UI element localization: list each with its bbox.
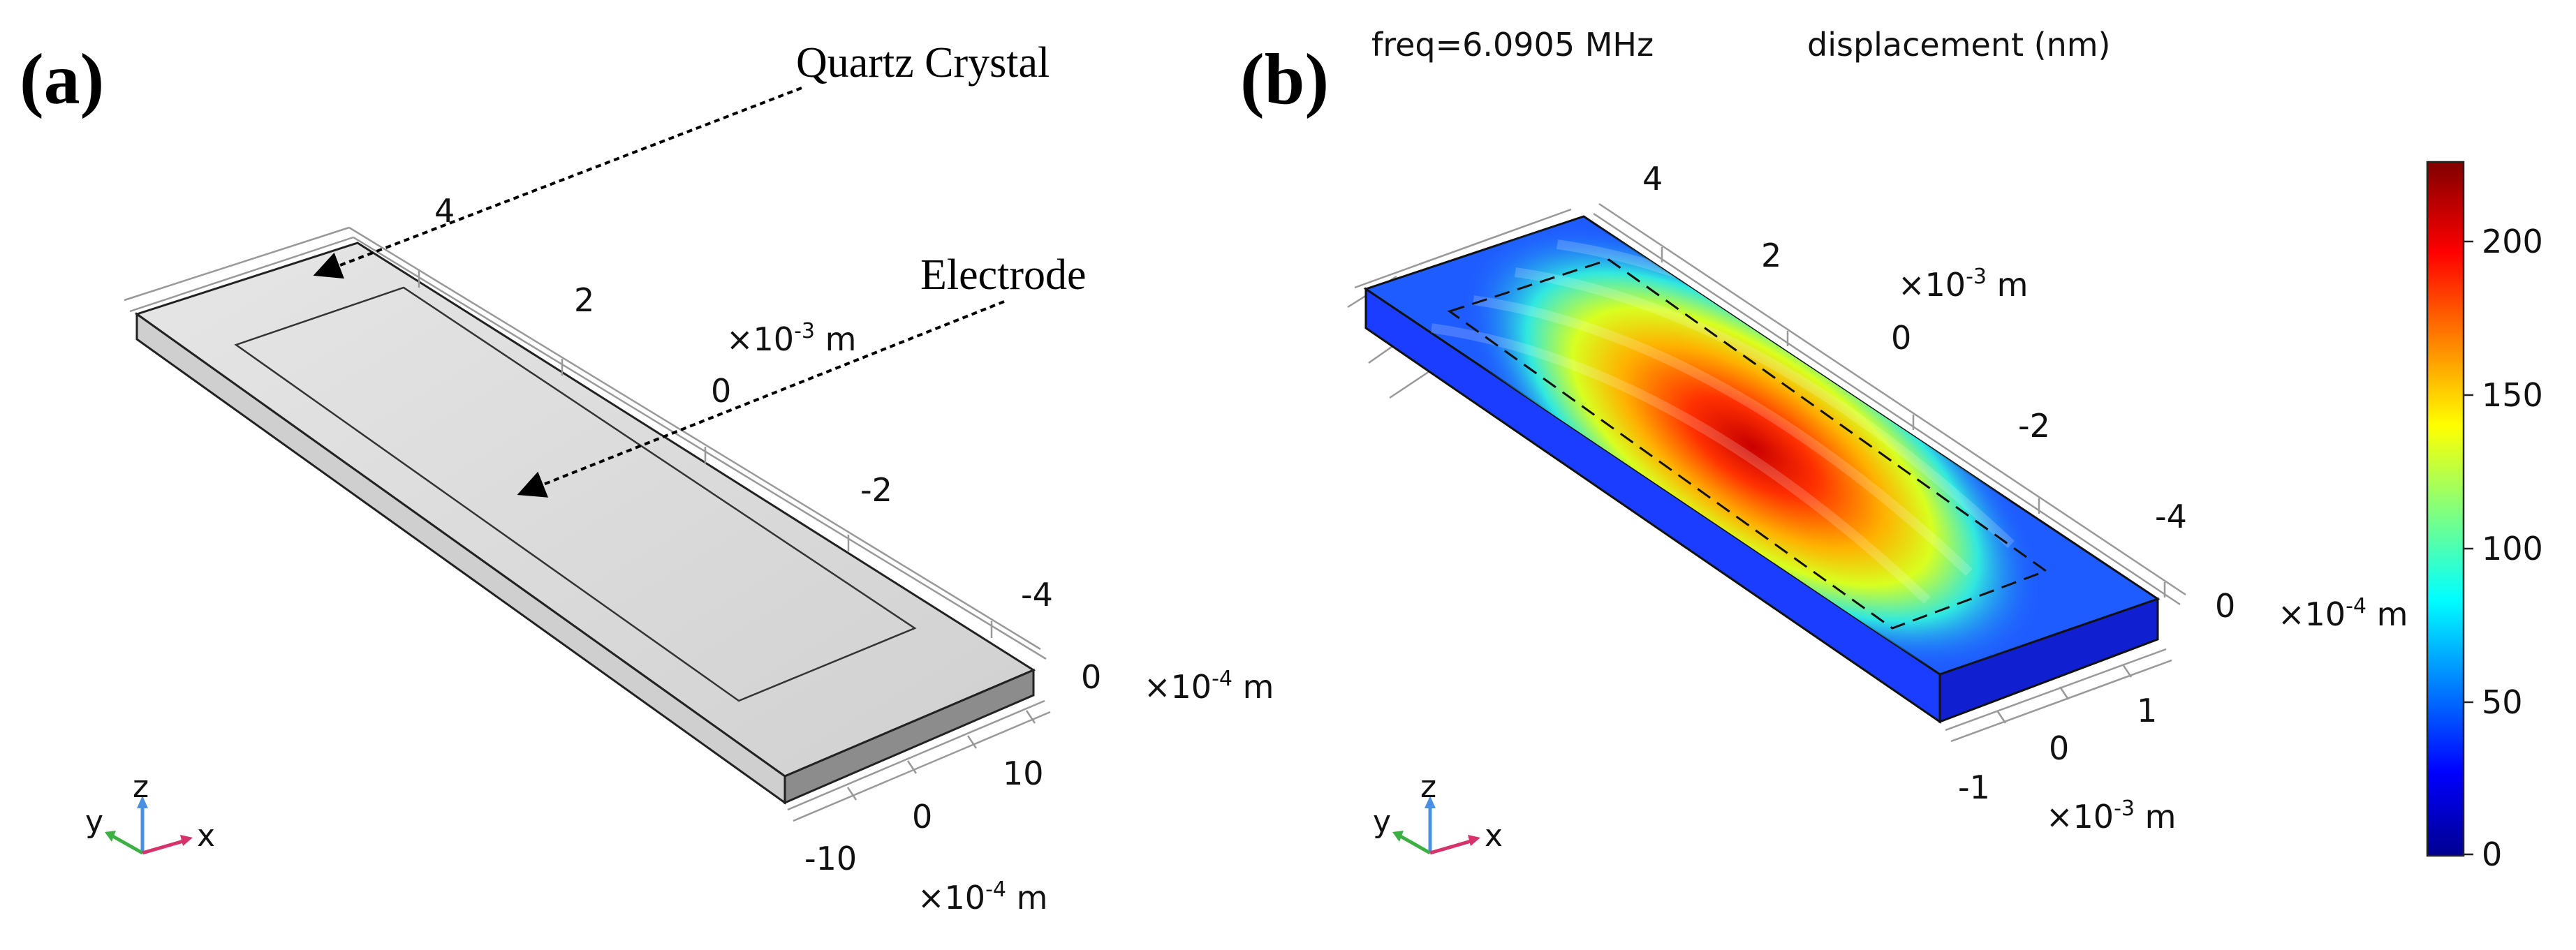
panel-a-top-ticks: [418, 271, 993, 638]
z-arrow-icon: [1425, 796, 1436, 808]
tick-label: -2: [860, 471, 892, 509]
panel-b-width-rail: [1945, 648, 2172, 743]
panel-b-width-tick-labels: 1 0 -1: [1958, 692, 2157, 806]
colorbar-tick-label: 150: [2482, 376, 2543, 414]
tick-label: -2: [2018, 407, 2050, 445]
tick-label: 0: [1891, 319, 1911, 357]
colorbar-tick-label: 50: [2482, 683, 2523, 721]
x-label: x: [197, 818, 215, 854]
y-label: y: [85, 804, 103, 840]
panel-a-top-unit: ×10-3 m: [726, 319, 856, 358]
colorbar-tick-label: 0: [2482, 836, 2502, 873]
quartz-crystal-label: Quartz Crystal: [796, 39, 1050, 87]
quartz-plate: [134, 242, 1036, 805]
colorbar-gradient: [2426, 161, 2465, 857]
panel-a-thickness-tick: 0: [1081, 658, 1101, 696]
heat-field: [1463, 223, 2043, 670]
colorbar-tick-label: 200: [2482, 223, 2543, 260]
z-arrow-icon: [137, 796, 148, 808]
y-axis-icon: [109, 833, 144, 855]
panel-b-top-ticks: [1661, 247, 2166, 598]
panel-b-label: (b): [1240, 39, 1329, 119]
panel-a-width-tick-labels: 10 0 -10: [804, 755, 1044, 877]
y-axis-icon: [1397, 833, 1431, 855]
plate-top-face: [134, 242, 1036, 778]
y-arrow-icon: [1392, 831, 1404, 842]
tick-label: -10: [804, 840, 857, 877]
colorbar: 200 150 100 50 0: [2426, 161, 2543, 873]
panel-a-top-tick-labels: 4 2 0 -2 -4: [434, 192, 1053, 614]
x-axis-icon: [142, 838, 186, 855]
electrode-arrow: [517, 300, 1005, 498]
panel-a-axis-triad: z y x: [85, 769, 215, 855]
panel-a-width-rail: [787, 699, 1051, 822]
tick-label: 2: [574, 281, 594, 319]
panel-b-top-tick-labels: 4 2 0 -2 -4: [1642, 160, 2187, 535]
tick-label: -1: [1958, 769, 1990, 806]
frequency-header: freq=6.0905 MHz: [1371, 26, 1654, 64]
panel-b-thickness-tick: 0: [2215, 587, 2235, 625]
panel-a: (a) 4 2 0 -2 -4 ×: [20, 39, 1274, 916]
panel-b-top-unit: ×10-3 m: [1898, 265, 2028, 304]
y-arrow-icon: [105, 831, 116, 842]
electrode-outline: [1447, 258, 2049, 630]
tick-label: 0: [912, 798, 932, 836]
tick-label: 1: [2137, 692, 2157, 729]
displacement-header: displacement (nm): [1807, 26, 2110, 64]
panel-a-width-unit: ×10-4 m: [918, 877, 1047, 916]
panel-b-axis-rail: [1347, 202, 2186, 606]
colorbar-tick-label: 100: [2482, 530, 2543, 567]
colorbar-tick-labels: 200 150 100 50 0: [2482, 223, 2543, 873]
panel-a-label: (a): [20, 39, 104, 119]
tick-label: -4: [1021, 576, 1053, 614]
tick-label: 10: [1003, 755, 1044, 792]
panel-b-thickness-unit: ×10-4 m: [2278, 594, 2408, 633]
panel-b: (b) freq=6.0905 MHz displacement (nm): [1240, 26, 2543, 873]
x-arrow-icon: [180, 835, 193, 846]
panel-b-axis-triad: z y x: [1373, 769, 1503, 855]
x-axis-icon: [1429, 838, 1474, 855]
electrode-label: Electrode: [920, 251, 1087, 299]
tick-label: 2: [1761, 237, 1781, 274]
displacement-plate: [1363, 215, 2161, 724]
panel-a-thickness-unit: ×10-4 m: [1144, 667, 1274, 706]
panel-a-axis-rail: [124, 226, 1047, 660]
tick-label: -4: [2155, 498, 2187, 535]
quartz-crystal-arrow: [313, 87, 802, 279]
z-label: z: [1420, 769, 1436, 805]
tick-label: 0: [2049, 729, 2069, 767]
x-label: x: [1485, 818, 1503, 854]
z-label: z: [133, 769, 149, 805]
panel-b-width-unit: ×10-3 m: [2046, 796, 2176, 836]
electrode-outline: [234, 286, 917, 702]
tick-label: 4: [1642, 160, 1663, 198]
plate-right-face: [783, 668, 1035, 805]
colorbar-ticks: [2464, 240, 2473, 856]
y-label: y: [1373, 804, 1391, 840]
tick-label: 0: [711, 372, 731, 410]
x-arrow-icon: [1468, 835, 1480, 846]
